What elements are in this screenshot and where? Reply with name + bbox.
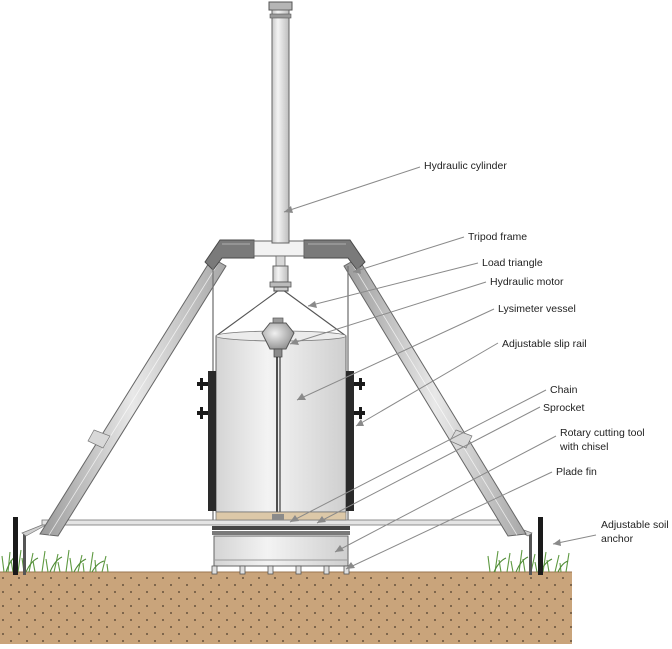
lysimeter-vessel xyxy=(215,330,347,513)
chain xyxy=(276,357,281,520)
tripod-frame-top xyxy=(204,239,366,271)
label-rotary-cutting-tool-1: Rotary cutting tool xyxy=(560,427,645,439)
label-adjustable-slip-rail: Adjustable slip rail xyxy=(502,338,587,350)
rotary-cutting-tool xyxy=(212,526,350,567)
leader-lines xyxy=(283,166,597,570)
soil-anchor-right xyxy=(529,517,543,575)
label-hydraulic-motor: Hydraulic motor xyxy=(490,276,564,288)
label-tripod-frame: Tripod frame xyxy=(468,231,527,243)
label-load-triangle: Load triangle xyxy=(482,257,543,269)
hydraulic-cylinder xyxy=(268,1,293,288)
label-plade-fin: Plade fin xyxy=(556,466,597,478)
diagram-labels: Hydraulic cylinder Tripod frame Load tri… xyxy=(424,160,669,545)
grass-left xyxy=(1,549,109,573)
side-plate-left xyxy=(197,371,216,511)
label-adjustable-soil-anchor-2: anchor xyxy=(601,533,634,545)
tripod-leg-left xyxy=(39,257,227,537)
label-sprocket: Sprocket xyxy=(543,402,585,414)
grass-right xyxy=(487,549,570,573)
label-rotary-cutting-tool-2: with chisel xyxy=(559,441,608,453)
soil-anchor-left xyxy=(13,517,26,575)
label-adjustable-soil-anchor-1: Adjustable soil xyxy=(601,519,669,531)
label-hydraulic-cylinder: Hydraulic cylinder xyxy=(424,160,507,172)
label-lysimeter-vessel: Lysimeter vessel xyxy=(498,303,576,315)
soil xyxy=(0,571,572,644)
hydraulic-motor xyxy=(261,317,295,358)
sprocket xyxy=(215,511,347,521)
label-chain: Chain xyxy=(550,384,578,396)
plade-fins xyxy=(211,565,350,575)
side-plate-right xyxy=(346,371,365,511)
leader-arrowheads xyxy=(284,206,561,569)
